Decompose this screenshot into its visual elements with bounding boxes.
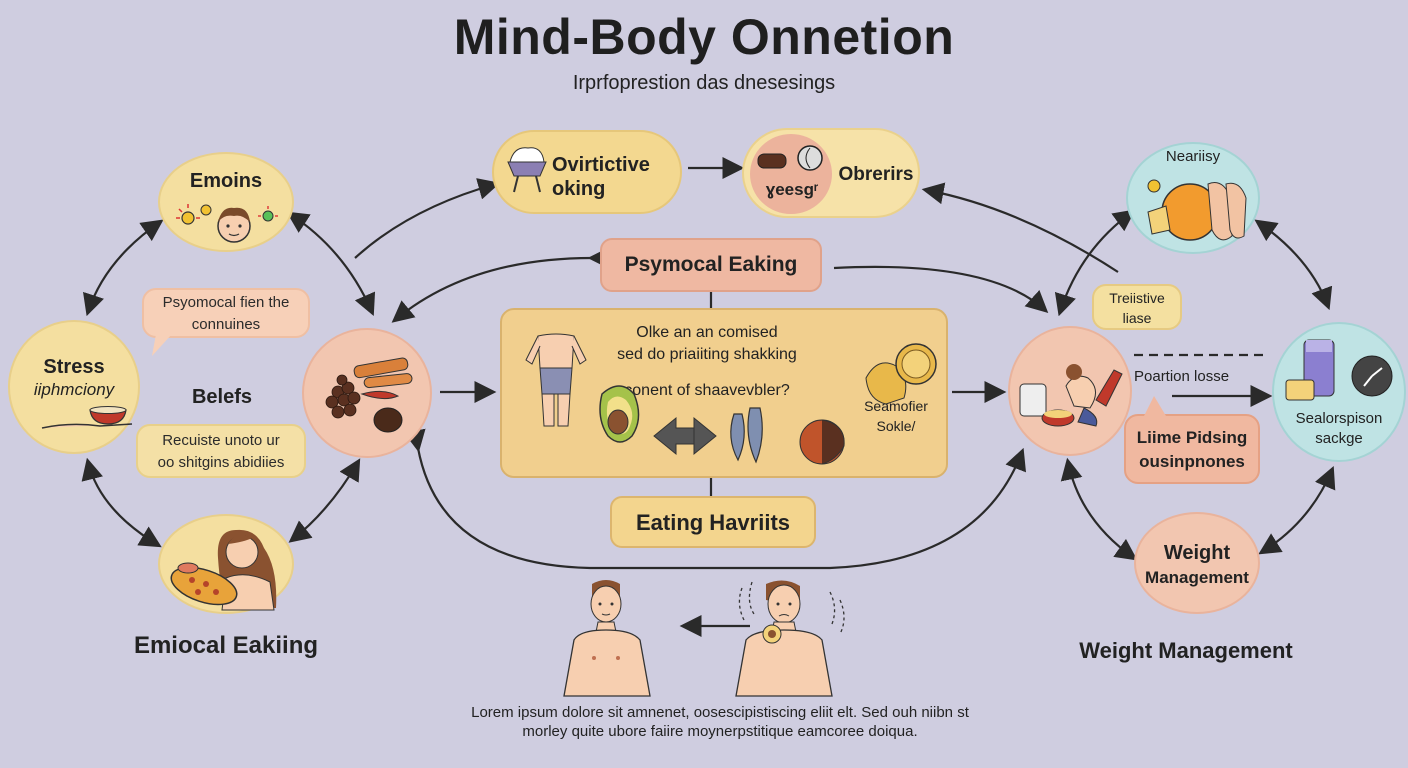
- comfort-food-node[interactable]: [302, 328, 432, 458]
- position-label: Poartion losse: [1134, 368, 1230, 385]
- center-box: Olke an an comised sed do priaiiting sha…: [500, 308, 948, 478]
- person-calm: [563, 580, 651, 697]
- right-bubble-2: Liime Pidsing ousinpnones: [1124, 414, 1260, 484]
- bubble-tail: [152, 334, 172, 356]
- arrow-top-right: [921, 182, 1119, 273]
- person-face-icon: [176, 204, 278, 243]
- stress-label: Stress: [43, 356, 105, 378]
- left-bubble-2-line2: oo shitgins abidiies: [157, 454, 285, 471]
- bottom-text-line1: Lorem ipsum dolore sit amnenet, oosescip…: [471, 704, 969, 721]
- nearby-node[interactable]: Neariisy: [1126, 142, 1260, 254]
- top-right-pill[interactable]: ɣeesgʳ Obrerirs: [742, 128, 920, 218]
- stress-sublabel: iiphmciony: [33, 380, 115, 399]
- arrow-sackge-weight: [1258, 465, 1336, 555]
- left-bubble-1: Psyomocal fien the connuines: [142, 288, 310, 338]
- left-bubble-1-line2: connuines: [191, 316, 261, 333]
- swap-arrow-icon: [653, 416, 717, 456]
- center-footer-label: Eating Havriits: [635, 510, 791, 535]
- nearby-label: Neariisy: [1165, 148, 1221, 165]
- page-subtitle: Irprfoprestion das dnesesings: [572, 72, 836, 94]
- arrow-center-header-right: [833, 265, 1049, 313]
- top-right-pill-sublabel: ɣeesgʳ: [765, 180, 819, 199]
- left-bubble-2: Recuiste unoto ur oo shitgins abidiies: [136, 424, 306, 478]
- center-box-illustrations: [525, 333, 937, 465]
- center-box-side2: Sokle/: [876, 418, 916, 434]
- emotions-node[interactable]: Emoins: [158, 152, 294, 252]
- arrow-right-nearby: [1054, 209, 1136, 317]
- center-header[interactable]: Psymocal Eaking: [600, 238, 822, 292]
- top-right-pill-circle: [750, 134, 832, 214]
- weight-node-line2: Management: [1145, 568, 1249, 587]
- arrow-to-top-left: [354, 178, 501, 259]
- sun-icon: [1147, 179, 1247, 241]
- arrow-right-weight: [1060, 457, 1138, 561]
- eating-person-icon: [170, 529, 277, 611]
- sackge-line2: sackge: [1315, 430, 1363, 447]
- emotional-eating-label: Emiocal Eakiing: [133, 632, 319, 659]
- bottom-text-line2: morley quite ubore faiire moynerpstitiqu…: [522, 723, 918, 740]
- center-box-line3: conent of shaavevbler?: [624, 382, 790, 399]
- center-box-line1: Olke an an comised: [636, 324, 778, 341]
- dumbbell-icon: [1019, 364, 1123, 427]
- right-bubble-2-line2: ousinpnones: [1139, 452, 1245, 471]
- stress-node[interactable]: Stress iiphmciony: [8, 320, 140, 454]
- avocado-icon: [599, 385, 640, 443]
- top-right-pill-label: Obrerirs: [838, 164, 914, 185]
- weight-node-line1: Weight: [1163, 542, 1231, 564]
- arrow-stress-eating: [81, 457, 162, 548]
- clock-icon: [1285, 339, 1393, 401]
- top-left-pill[interactable]: Ovirtictive oking: [492, 130, 682, 214]
- left-bubble-1-line1: Psyomocal fien the: [162, 294, 290, 311]
- page-title: Mind-Body Onnetion: [453, 9, 955, 65]
- weight-management-node[interactable]: Weight Management: [1134, 512, 1260, 614]
- right-bubble-1: Treiistive liase: [1092, 284, 1182, 330]
- sun-icon: [176, 204, 200, 225]
- arrow-emotions-food: [286, 211, 376, 317]
- person-stressed: [735, 580, 845, 697]
- arrow-bottom-loop: [403, 428, 1026, 570]
- body-figure-icon: [525, 333, 587, 427]
- emotions-label: Emoins: [189, 170, 263, 192]
- emotional-eating-node[interactable]: [158, 514, 294, 614]
- right-bubble-1-line1: Treiistive: [1109, 290, 1165, 306]
- center-footer[interactable]: Eating Havriits: [610, 496, 816, 548]
- food-icon: [757, 145, 823, 171]
- right-bubble-1-line2: liase: [1122, 310, 1152, 326]
- body-figure-icon: [563, 580, 845, 697]
- bubble-tail: [1144, 396, 1166, 416]
- workout-node[interactable]: [1008, 326, 1132, 456]
- arrow-nearby-sackge: [1254, 219, 1333, 311]
- food-icon: [325, 357, 413, 433]
- food-bowl-icon: [41, 406, 133, 429]
- arrow-center-header-left: [391, 246, 610, 323]
- weight-management-label: Weight Management: [1079, 638, 1293, 663]
- sackge-node[interactable]: Sealorspison sackge: [1272, 322, 1406, 462]
- center-box-line2: sed do priaiiting shakking: [617, 346, 797, 363]
- right-bubble-2-line1: Liime Pidsing: [1136, 428, 1248, 447]
- left-bubble-2-line1: Recuiste unoto ur: [162, 432, 280, 449]
- top-left-pill-line2: oking: [552, 178, 606, 200]
- arrow-emotions-stress: [83, 219, 164, 317]
- center-header-label: Psymocal Eaking: [624, 253, 798, 276]
- food-bowl-icon: [507, 147, 547, 193]
- sackge-line1: Sealorspison: [1295, 410, 1383, 427]
- beliefs-label: Belefs: [191, 386, 253, 408]
- top-left-pill-line1: Ovirtictive: [552, 154, 650, 176]
- arrow-food-eating: [288, 458, 361, 543]
